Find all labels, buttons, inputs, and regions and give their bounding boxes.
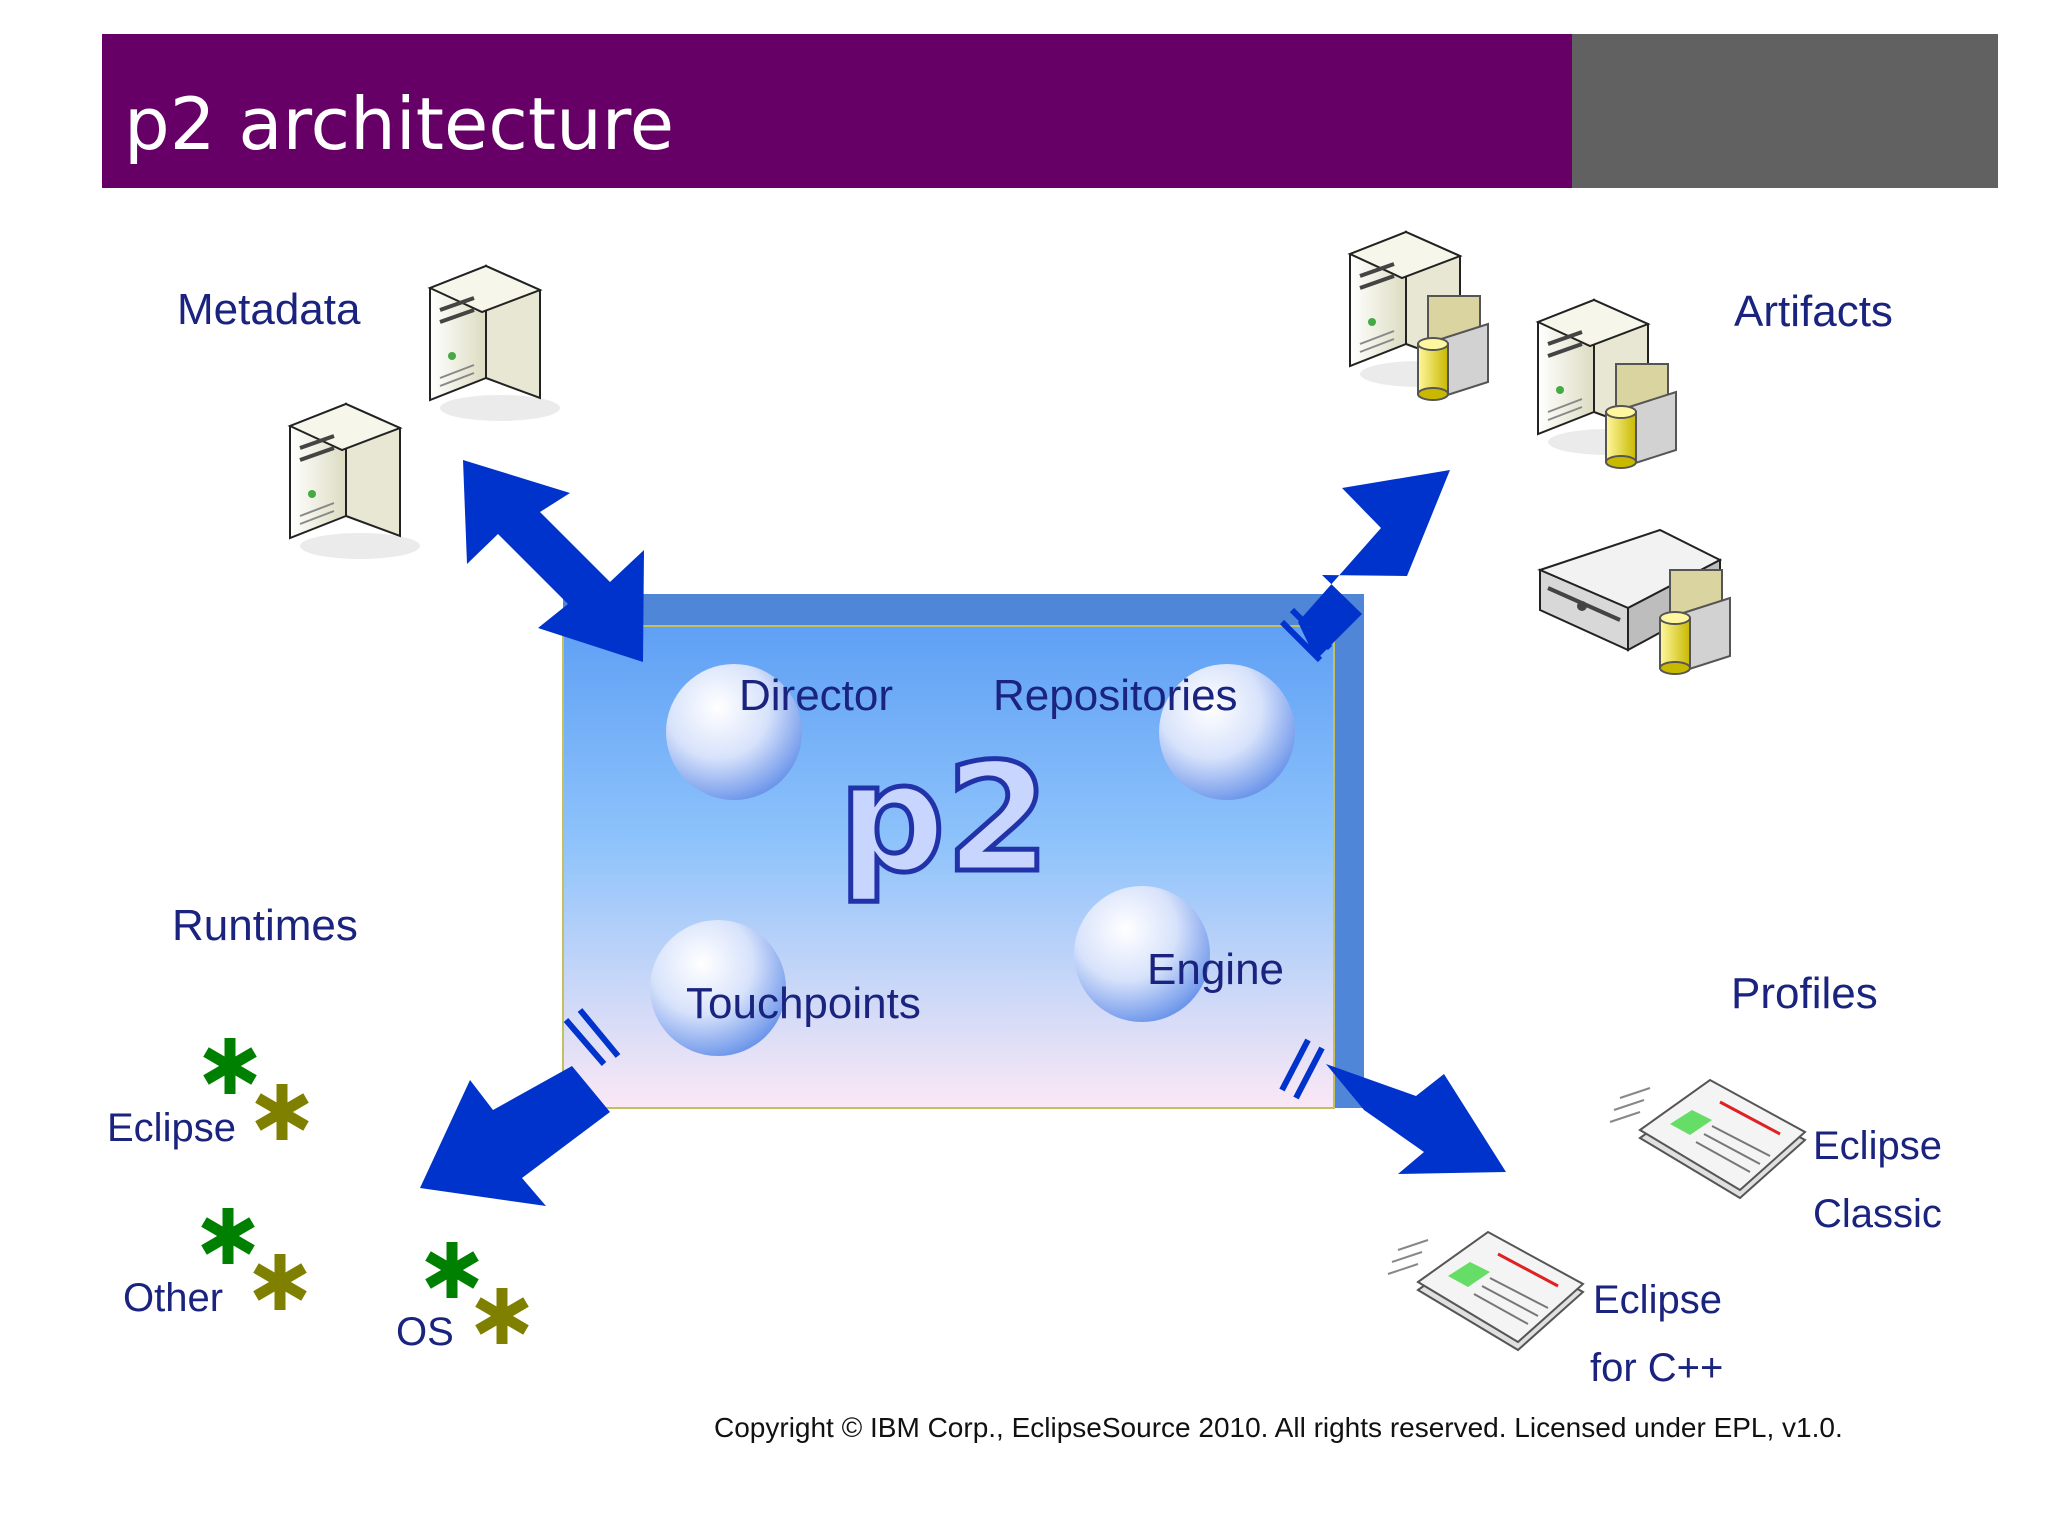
runtimes-label: Runtimes [172,901,358,950]
artifact-package-icon [1605,363,1677,469]
eclipse-classic-label-line1: Eclipse [1813,1124,1942,1168]
engine-sphere [1074,886,1210,1022]
other-runtime-asterisk-icon [204,1208,252,1264]
touchpoints-sphere [650,920,786,1056]
os-runtime-asterisk-icon [478,1288,526,1344]
profiles-label: Profiles [1731,969,1878,1018]
page-title: p2 architecture [124,82,675,166]
os-runtime-label: OS [396,1310,454,1354]
arrow-profiles [1279,1038,1506,1174]
repositories-sphere [1159,664,1295,800]
repositories-label: Repositories [993,671,1238,720]
touchpoints-label: Touchpoints [686,979,921,1028]
eclipse-cpp-profile-icon [1386,1230,1585,1352]
arrow-metadata [463,460,644,662]
artifact-package-icon [1417,295,1489,401]
arrow-runtimes [420,1008,621,1206]
metadata-label: Metadata [177,285,361,334]
metadata-server-icon [288,402,422,561]
artifacts-label: Artifacts [1734,287,1893,336]
eclipse-classic-label-line2: Classic [1813,1192,1942,1236]
title-bar [102,34,1572,188]
eclipse-classic-profile-icon [1608,1078,1807,1200]
eclipse-runtime-asterisk-icon [206,1038,254,1094]
arrow-artifacts [1279,470,1450,663]
eclipse-runtime-label: Eclipse [107,1106,236,1150]
title-accent-block [1572,34,1998,188]
eclipse-cpp-label-line2: for C++ [1590,1346,1724,1390]
director-label: Director [739,671,894,720]
eclipse-cpp-label-line1: Eclipse [1593,1278,1722,1322]
other-runtime-asterisk-icon [256,1254,304,1310]
other-runtime-label: Other [123,1276,224,1320]
p2-logo: p2 [838,732,1050,906]
engine-label: Engine [1147,945,1285,994]
os-runtime-asterisk-icon [428,1242,476,1298]
eclipse-runtime-asterisk-icon [258,1084,306,1140]
artifact-package-icon [1659,569,1731,675]
copyright-notice: Copyright © IBM Corp., EclipseSource 201… [714,1412,1843,1443]
metadata-server-icon [428,264,562,423]
director-sphere [666,664,802,800]
